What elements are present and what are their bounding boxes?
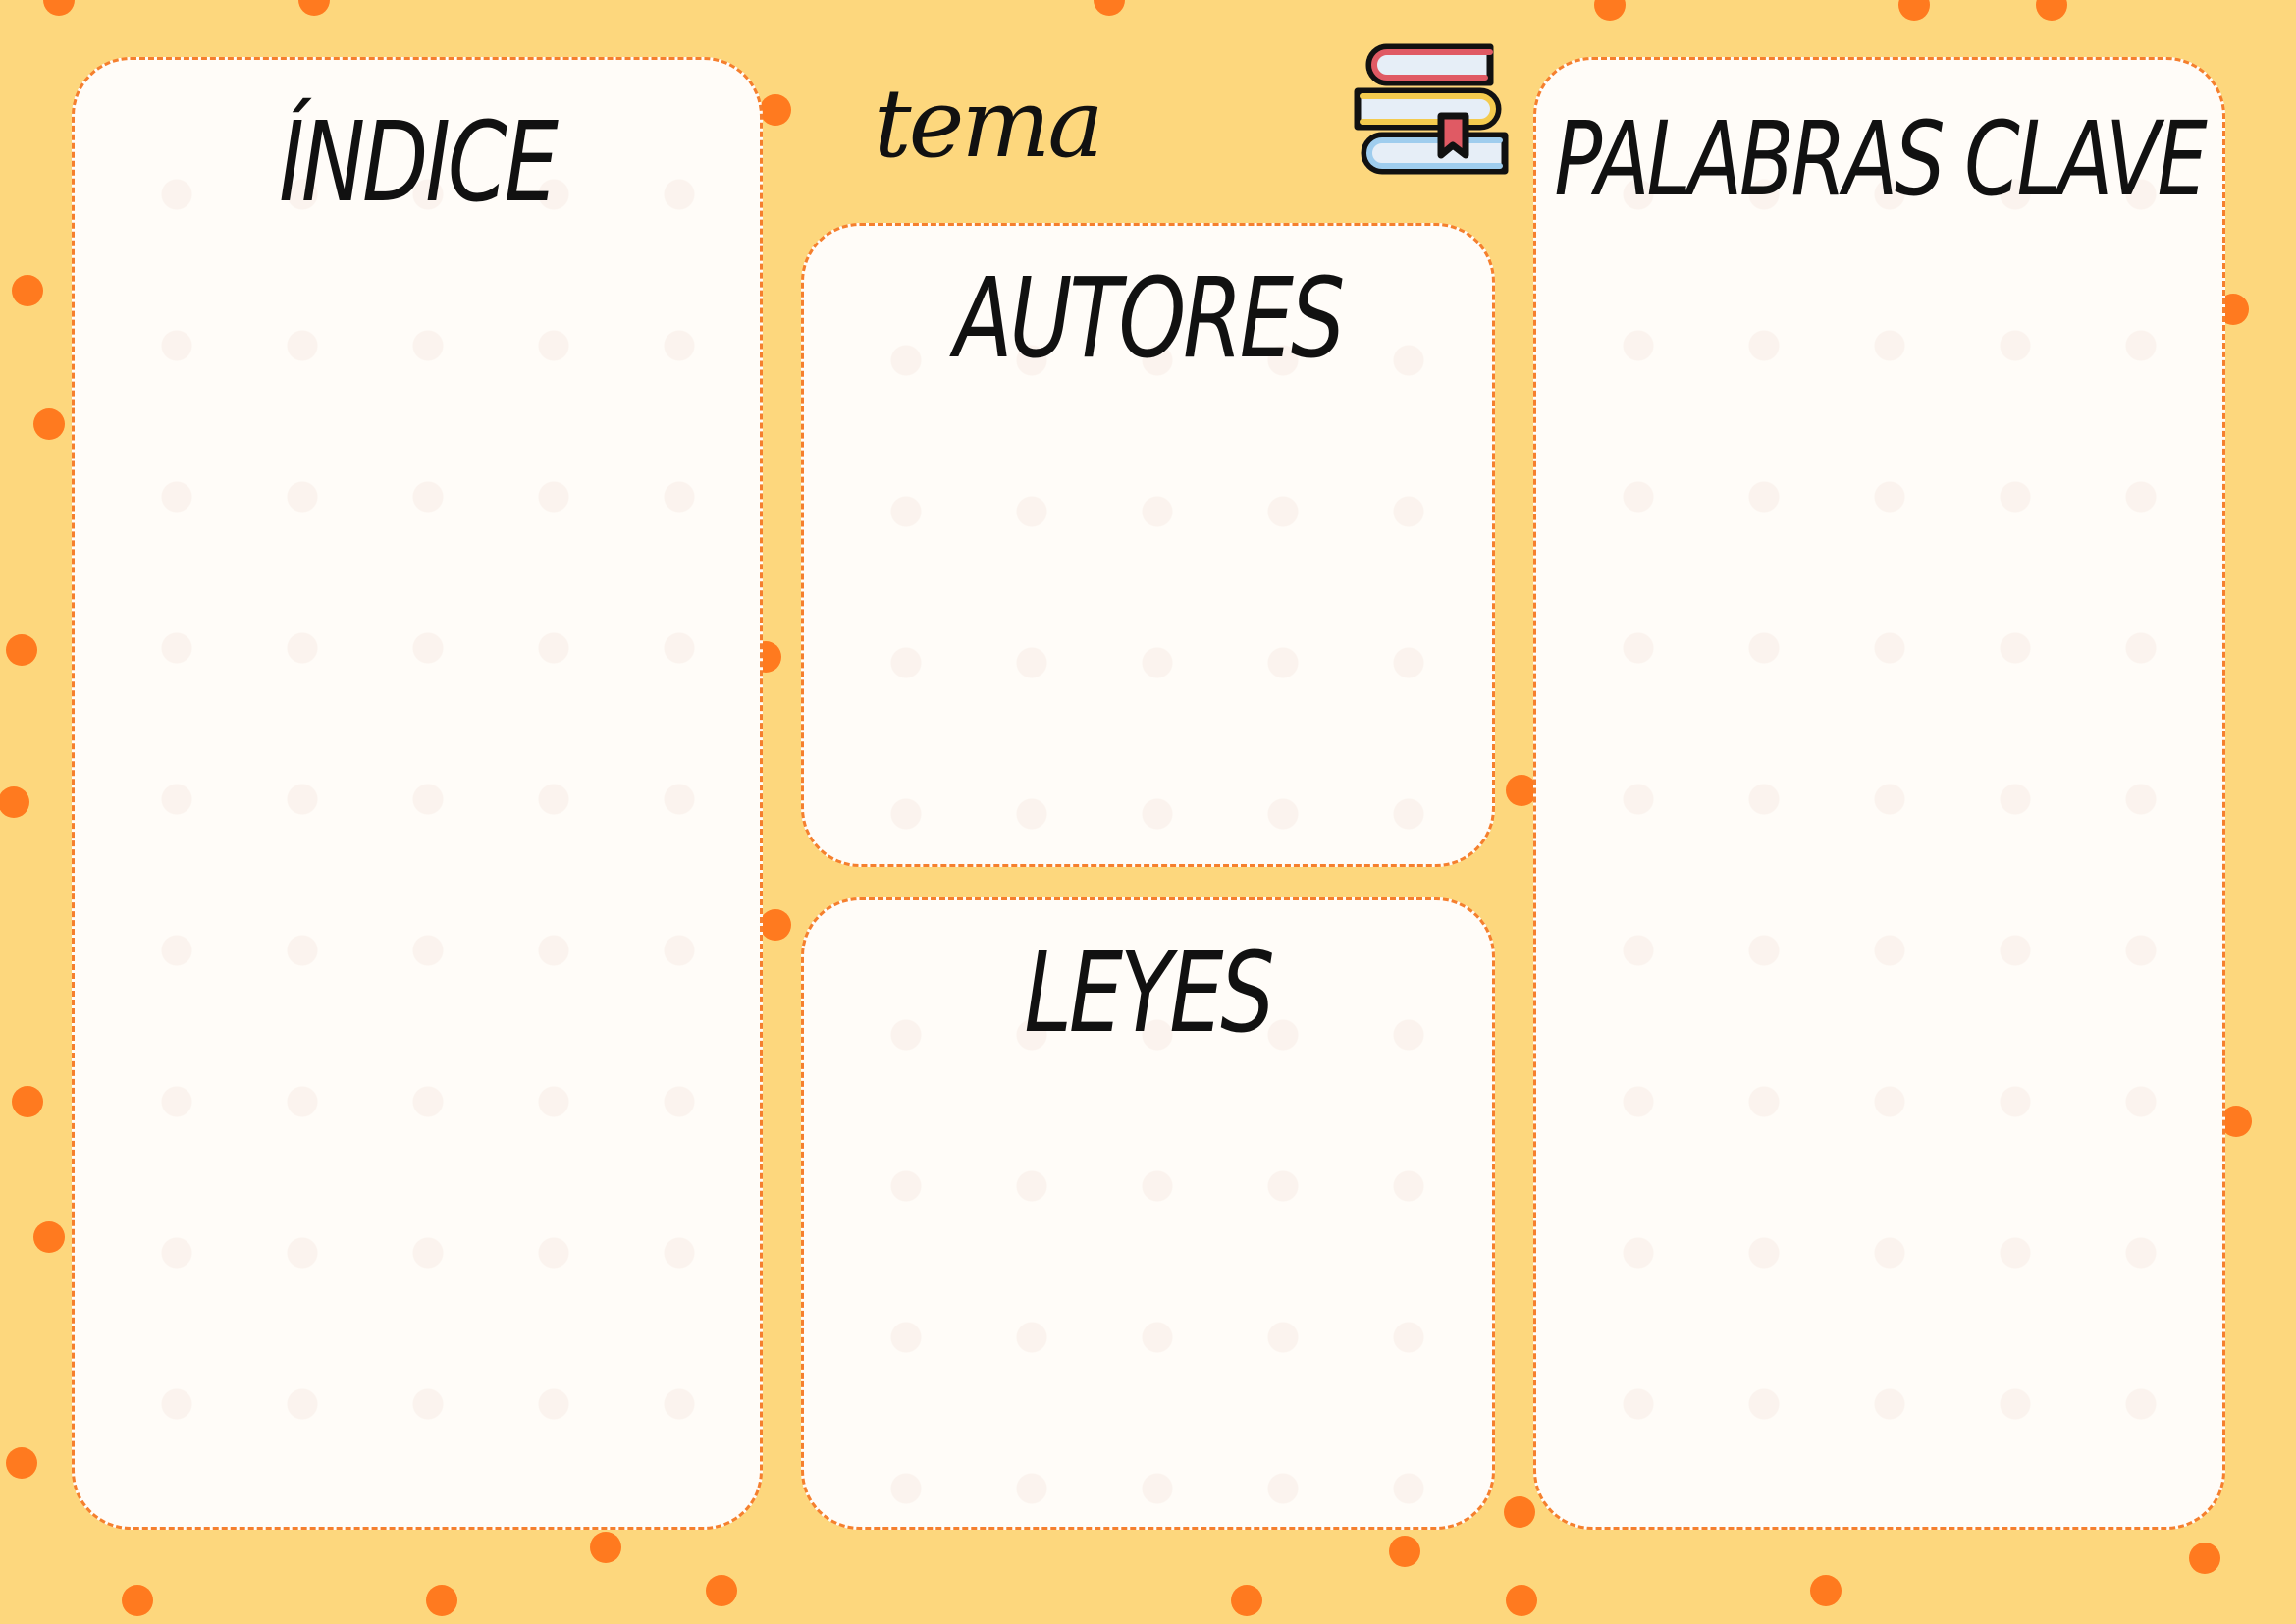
polka-dot [1506,775,1537,806]
polka-dot [590,1532,621,1563]
polka-dot [298,0,330,16]
polka-dot [760,909,791,941]
laws-panel[interactable]: LEYES [801,897,1495,1530]
keywords-panel[interactable]: PALABRAS CLAVE [1533,57,2225,1530]
authors-panel[interactable]: AUTORES [801,223,1495,867]
polka-dot [43,0,75,16]
polka-dot [2189,1543,2220,1574]
polka-dot [1594,0,1626,21]
polka-dot [2220,1106,2252,1137]
polka-dot [2036,0,2067,21]
polka-dot [6,634,37,666]
keywords-title: PALABRAS CLAVE [1554,99,2207,219]
books-stack-icon [1354,43,1509,175]
polka-dot [12,1086,43,1117]
polka-dot [33,408,65,440]
polka-dot [122,1585,153,1616]
polka-dot [1506,1585,1537,1616]
polka-dot [760,94,791,126]
polka-dot [6,1447,37,1479]
polka-dot [33,1221,65,1253]
polka-dot [1504,1496,1535,1528]
polka-dot [1810,1575,1842,1606]
topic-label[interactable]: tema [874,69,1104,179]
index-panel[interactable]: ÍNDICE [72,57,763,1530]
polka-dot [1898,0,1930,21]
laws-title: LEYES [1024,930,1274,1057]
index-title: ÍNDICE [279,99,559,227]
polka-dot [706,1575,737,1606]
authors-title: AUTORES [953,255,1345,383]
polka-dot [12,275,43,306]
polka-dot [1389,1536,1420,1567]
polka-dot [0,786,29,818]
polka-dot [1094,0,1125,16]
polka-dot [1231,1585,1262,1616]
polka-dot [426,1585,457,1616]
